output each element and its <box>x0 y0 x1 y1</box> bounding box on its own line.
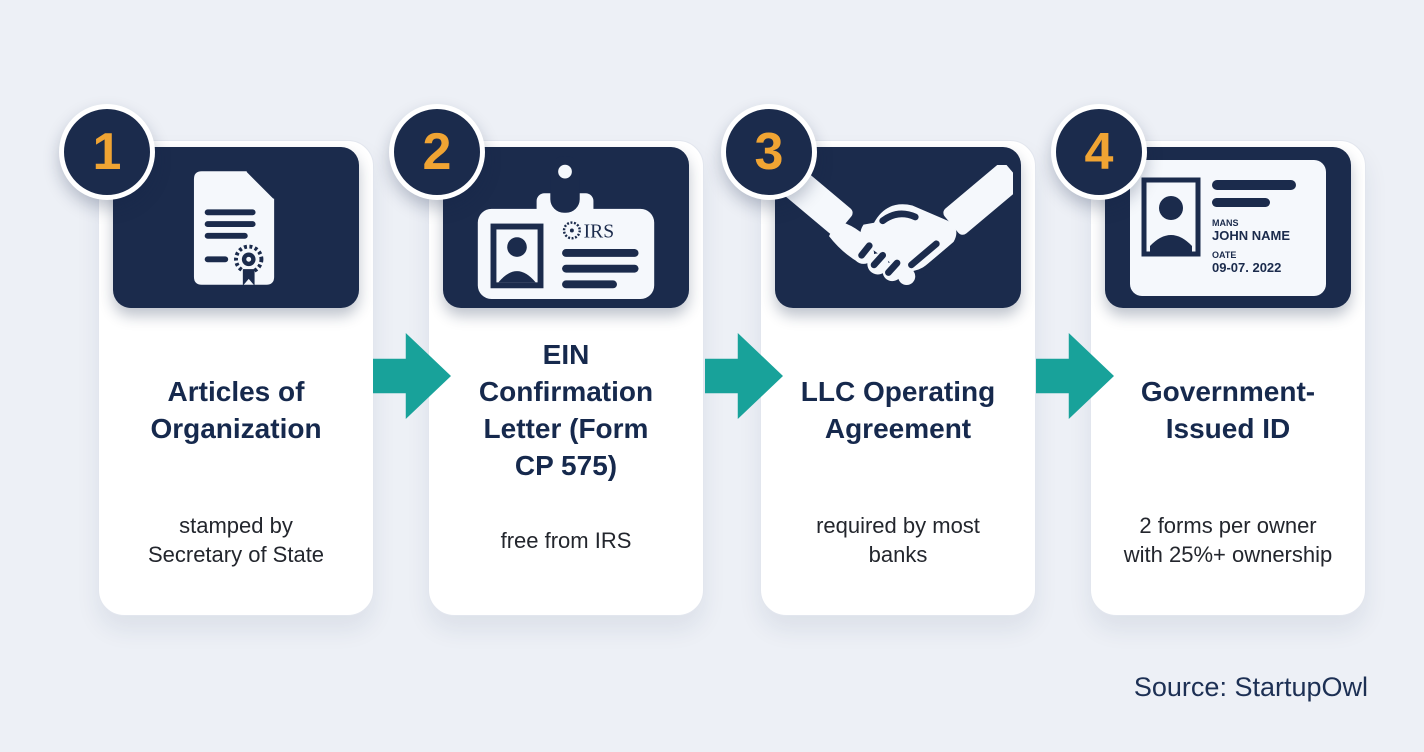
id-card-icon: MANS JOHN NAME OATE 09-07. 2022 <box>1130 159 1326 296</box>
card-subtitle: 2 forms per owner with 25%+ ownership <box>1123 513 1333 567</box>
card-subtitle-zone: free from IRS <box>439 493 693 589</box>
card-subtitle: free from IRS <box>500 527 632 553</box>
card-title-zone: Government- Issued ID <box>1105 327 1351 495</box>
card-header-panel <box>775 147 1021 308</box>
card-subtitle-zone: 2 forms per owner with 25%+ ownership <box>1101 493 1355 589</box>
card-title: EIN Confirmation Letter (Form CP 575) <box>478 339 654 481</box>
step-number-badge: 4 <box>1051 104 1147 200</box>
handshake-icon <box>783 165 1013 285</box>
step-card-government-issued-id: MANS JOHN NAME OATE 09-07. 2022 Governme… <box>1090 140 1366 616</box>
id-card-date: 09-07. 2022 <box>1212 260 1281 275</box>
card-subtitle-zone: required by most banks <box>771 493 1025 589</box>
irs-id-badge-icon: IRS <box>477 155 655 300</box>
certificate-document-icon <box>193 168 277 286</box>
card-header-panel: MANS JOHN NAME OATE 09-07. 2022 <box>1105 147 1351 308</box>
card-title-zone: Articles of Organization <box>113 327 359 495</box>
id-card-name: JOHN NAME <box>1212 228 1290 243</box>
card-header-panel <box>113 147 359 308</box>
card-title-zone: EIN Confirmation Letter (Form CP 575) <box>443 327 689 495</box>
card-subtitle: stamped by Secretary of State <box>147 513 325 567</box>
id-card-name-label: MANS <box>1212 218 1239 228</box>
irs-badge-label: IRS <box>584 221 615 242</box>
id-card-date-label: OATE <box>1212 250 1236 260</box>
step-number-badge: 3 <box>721 104 817 200</box>
card-header-panel: IRS <box>443 147 689 308</box>
step-card-llc-operating-agreement: LLC Operating Agreement required by most… <box>760 140 1036 616</box>
step-number-badge: 1 <box>59 104 155 200</box>
card-title: Articles of Organization <box>150 376 322 444</box>
card-subtitle: required by most banks <box>816 513 980 567</box>
step-card-articles-of-organization: Articles of Organization stamped by Secr… <box>98 140 374 616</box>
card-subtitle-zone: stamped by Secretary of State <box>109 493 363 589</box>
card-title-zone: LLC Operating Agreement <box>775 327 1021 495</box>
step-card-ein-confirmation-letter: IRS EIN Confirmation Letter (Form CP 575… <box>428 140 704 616</box>
source-attribution: Source: StartupOwl <box>1133 672 1368 702</box>
card-title: LLC Operating Agreement <box>800 376 996 444</box>
step-number-badge: 2 <box>389 104 485 200</box>
card-title: Government- Issued ID <box>1140 376 1316 444</box>
